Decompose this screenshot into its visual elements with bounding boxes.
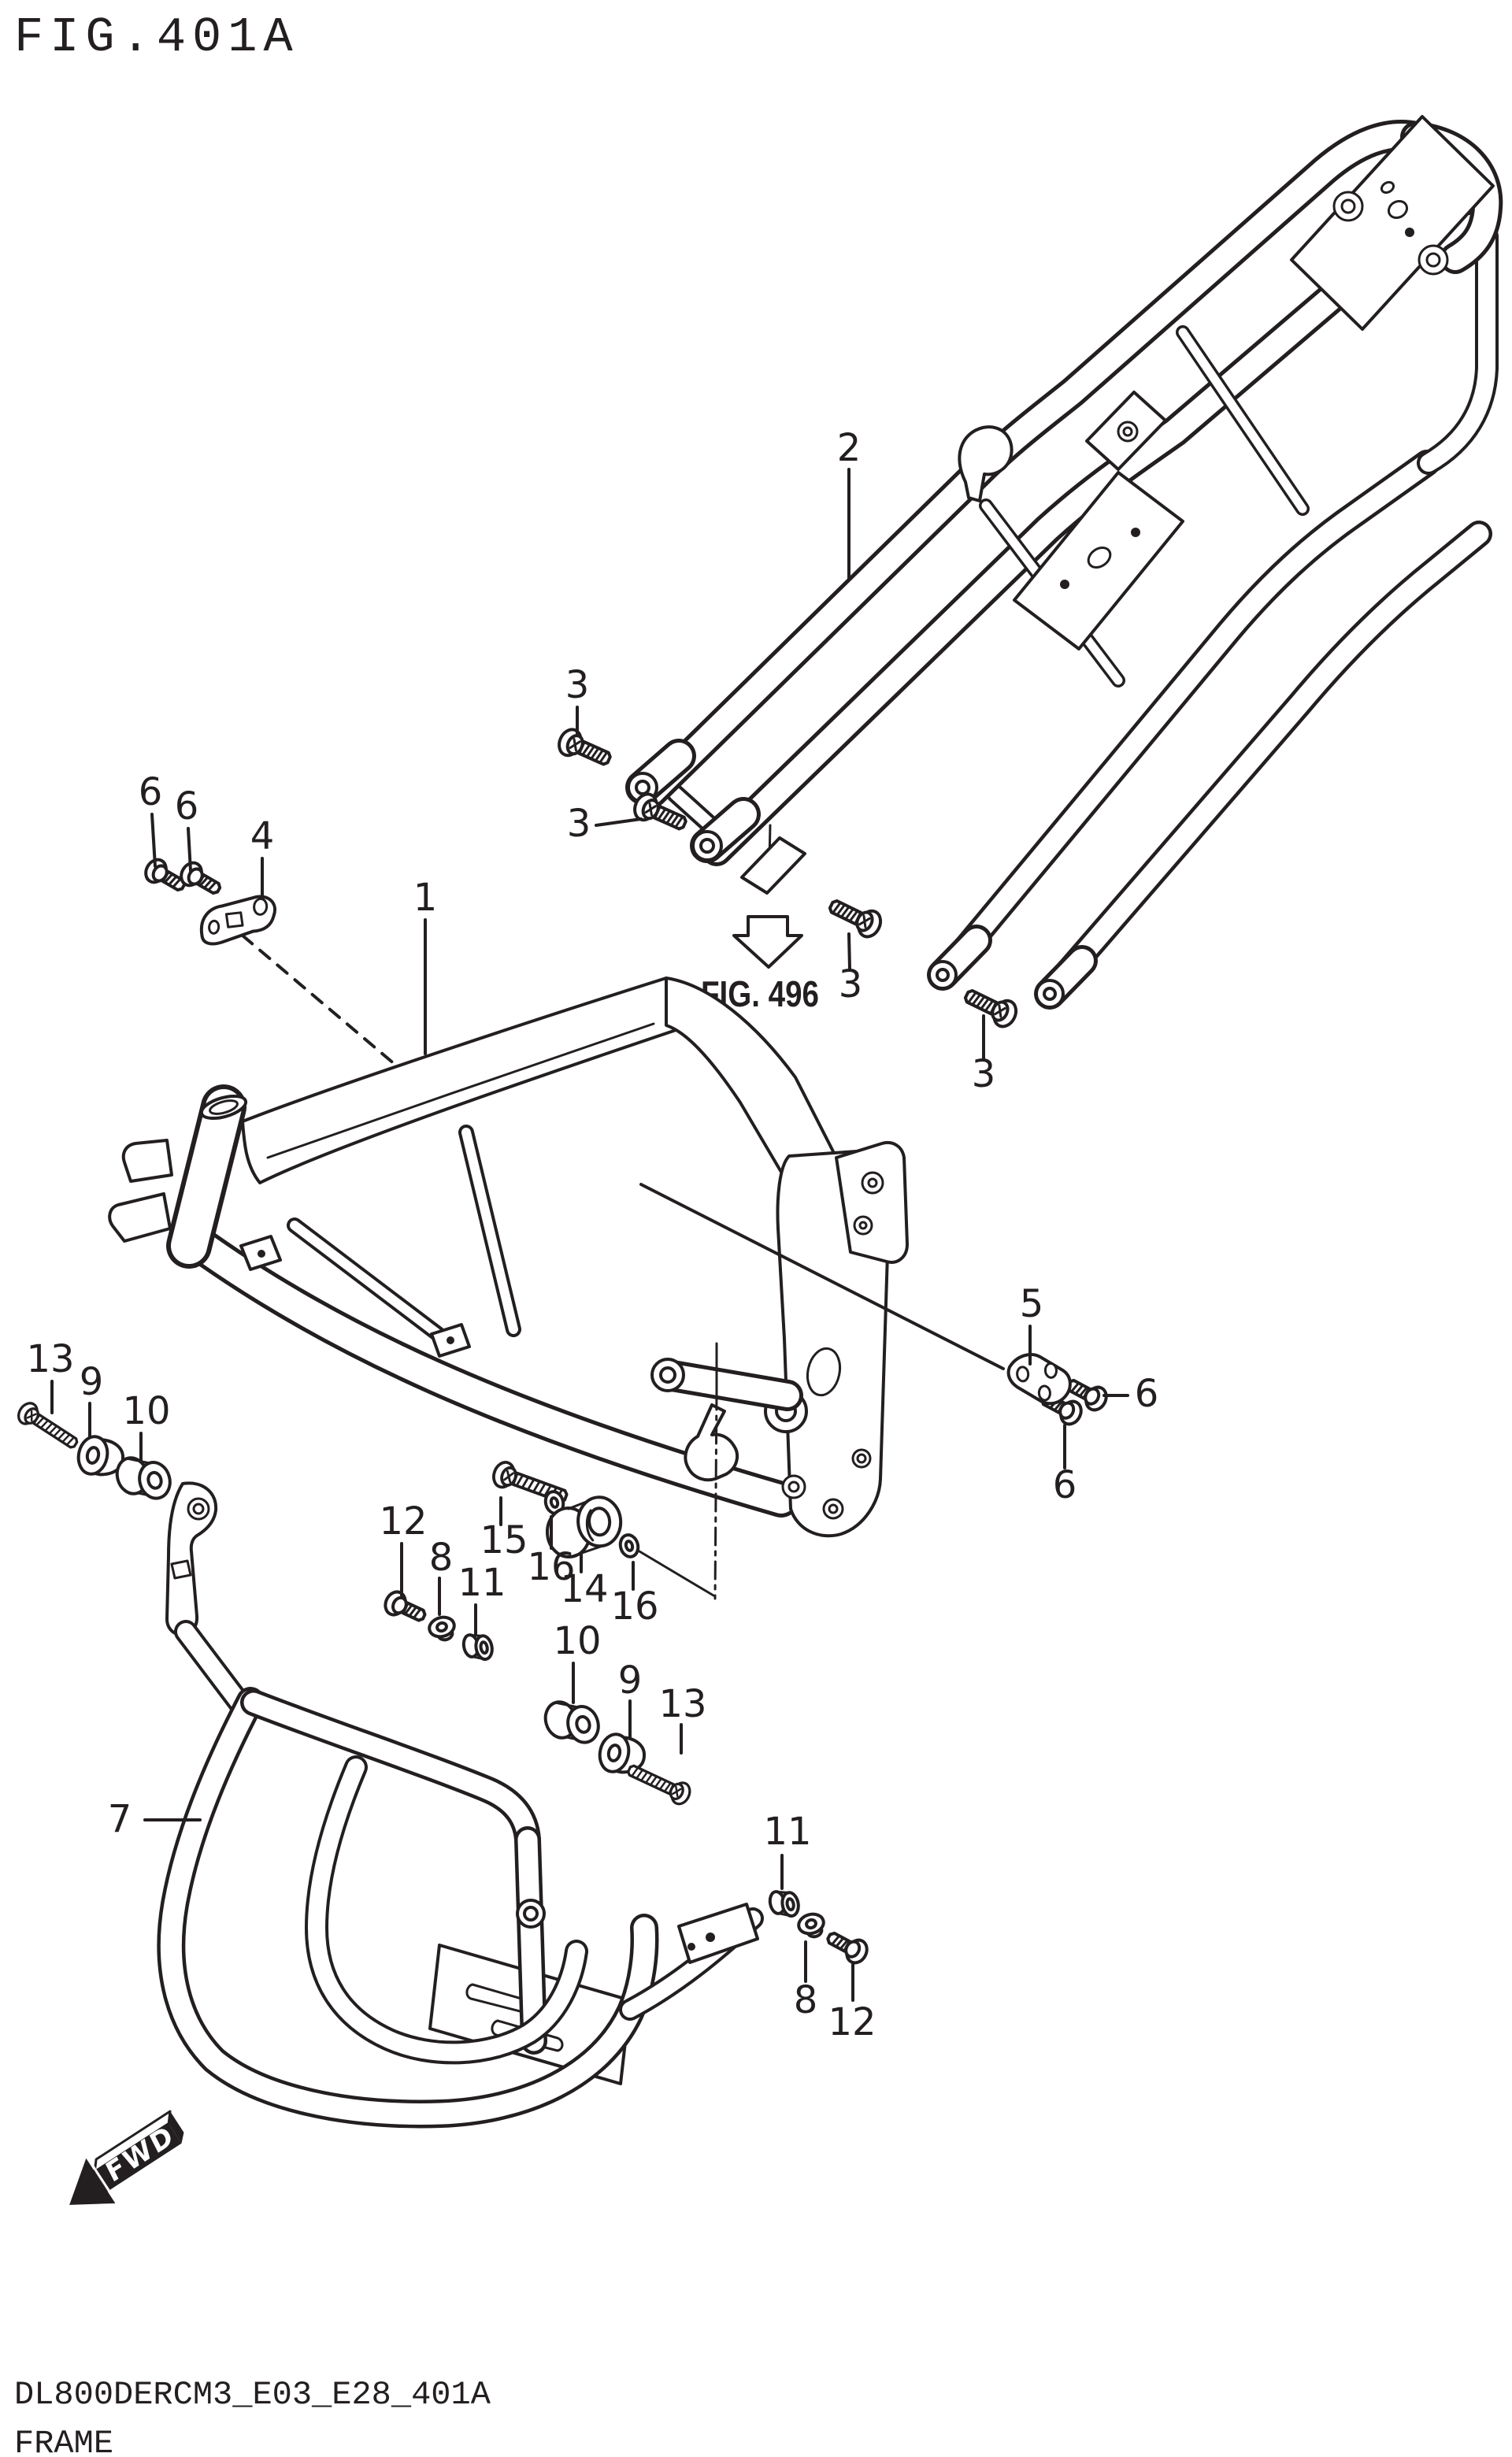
bolt-3d [961,983,1020,1030]
bolt-6b [176,858,227,902]
bolt-13b [623,1758,695,1809]
bracket-4 [198,889,278,952]
bolt-13a [13,1398,83,1455]
callout-1: 1 [413,876,438,920]
callout-3-3: 3 [839,962,863,1006]
page-title: FIG.401A [14,9,299,65]
callout-6-2: 6 [175,784,199,828]
callout-15: 15 [480,1518,528,1562]
callout-2: 2 [837,426,862,470]
footer-code: DL800DERCM3_E03_E28_401A [14,2376,491,2414]
callout-13-2: 13 [658,1682,706,1726]
bolt-12b [824,1926,871,1966]
main-frame-part1 [108,934,909,1538]
callout-3-4: 3 [972,1052,996,1096]
callout-8-2: 8 [794,1978,818,2022]
callout-10-1: 10 [122,1389,170,1433]
callout-5: 5 [1020,1282,1044,1326]
callout-9-1: 9 [80,1360,104,1404]
bracket-5 [1006,1350,1073,1408]
callout-10-2: 10 [553,1619,601,1663]
footer-name: FRAME [14,2425,113,2457]
callout-6-3: 6 [1135,1372,1159,1416]
callout-16-2: 16 [610,1584,658,1629]
crash-bar-part7 [157,1481,764,2129]
hardware-parts [13,724,1110,1966]
callout-8-1: 8 [429,1536,454,1580]
bolt-3c [825,893,884,940]
callout-6-4: 6 [1053,1463,1077,1507]
leader-lines [50,468,1129,2002]
callout-14: 14 [560,1567,608,1611]
callout-3-2: 3 [567,802,591,846]
callout-11-1: 11 [458,1561,506,1605]
callout-9-2: 9 [618,1658,643,1703]
rear-subframe-part2 [625,115,1503,1010]
callout-13-1: 13 [26,1337,74,1381]
washer-16b [616,1531,643,1561]
bolt-12a [380,1587,431,1629]
spacer-11a [460,1629,496,1665]
callout-7: 7 [108,1797,132,1841]
callout-11-2: 11 [763,1810,811,1854]
callout-4: 4 [250,814,275,858]
washer-8b [795,1910,828,1942]
spacer-11b [766,1886,802,1922]
callout-labels: 2 3 3 3 3 6 6 4 1 5 6 6 13 9 10 12 8 11 … [26,426,1158,2044]
callout-6-1: 6 [139,770,163,814]
callout-16-1: 16 [527,1545,575,1589]
callout-12-1: 12 [379,1499,427,1544]
down-arrow-icon [732,915,803,969]
bolt-3a [554,724,617,774]
washer-8a [425,1613,459,1645]
reference-plate-outline [740,836,806,895]
callout-12-2: 12 [828,2000,876,2044]
callout-3-1: 3 [565,663,590,707]
fwd-arrow: FWD [69,2110,184,2205]
